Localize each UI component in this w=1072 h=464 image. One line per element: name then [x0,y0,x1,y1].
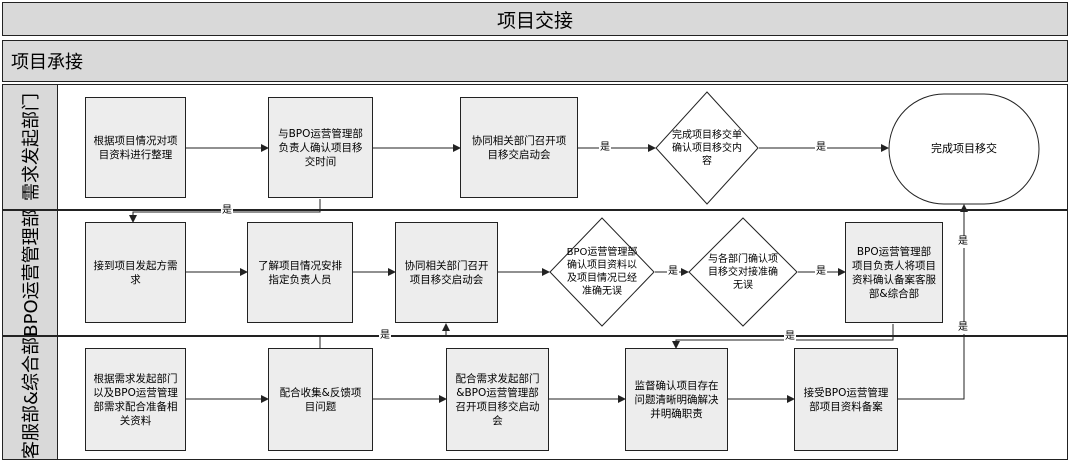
decision-a4: 完成项目移交单确认项目移交内容 [672,129,742,167]
edge-label-b4-b5: 是 [667,266,679,278]
process-c5: 接受BPO运营管理部项目资料备案 [794,348,898,451]
edge-label-c5-a5: 是 [957,322,969,334]
process-c1: 根据需求发起部门以及BPO运营管理部需求配合准备相关资料 [85,348,186,451]
edge-label-a4-a5: 是 [815,142,827,154]
edge-label-b5-b6: 是 [815,266,827,278]
lane-label-bpo: BPO运营管理部 [2,209,58,337]
lane-label-requester: 需求发起部门 [2,84,58,210]
decision-a4-shape [655,91,759,205]
process-b6: BPO运营管理部项目负责人将项目资料确认备案客服部&综合部 [845,222,943,323]
decision-b4: BPO运营管理部确认项目资料以及项目情况已经准确无误 [566,247,638,297]
process-c3: 配合需求发起部门&BPO运营管理部召开项目移交启动会 [446,348,549,451]
process-b3: 协同相关部门召开项目移交启动会 [395,222,498,323]
process-a1: 根据项目情况对项目资料进行整理 [85,97,186,198]
process-b1: 接到项目发起方需求 [85,222,186,323]
edge-label-b6-a5: 是 [957,236,969,248]
terminal-a5: 完成项目移交 [931,142,997,155]
process-c2: 配合收集&反馈项目问题 [268,348,373,451]
process-c4: 监督确认项目存在问题清晰明确解决并明确职责 [625,348,728,451]
edge-label-b6-c4: 是 [784,331,796,343]
edge-label-c2-b3: 是 [379,330,391,342]
process-a3: 协同相关部门召开项目移交启动会 [460,97,578,198]
lane-service [58,336,1068,460]
process-a2: 与BPO运营管理部负责人确认项目移交时间 [268,97,373,198]
lane-label-service: 客服部&综合部 [2,336,58,460]
edge-label-a2-b1: 是 [221,205,233,217]
page-title: 项目交接 [2,2,1068,36]
phase-header: 项目承接 [2,40,1068,82]
edge-label-a3-a4: 是 [599,142,611,154]
decision-b5: 与各部门确认项目移交对接准确无误 [708,253,778,291]
decision-b5-shape [688,217,798,327]
edge-c5-a5 [898,272,965,400]
decision-b4-shape [549,217,655,327]
process-b2: 了解项目情况安排指定负责人员 [247,222,353,323]
